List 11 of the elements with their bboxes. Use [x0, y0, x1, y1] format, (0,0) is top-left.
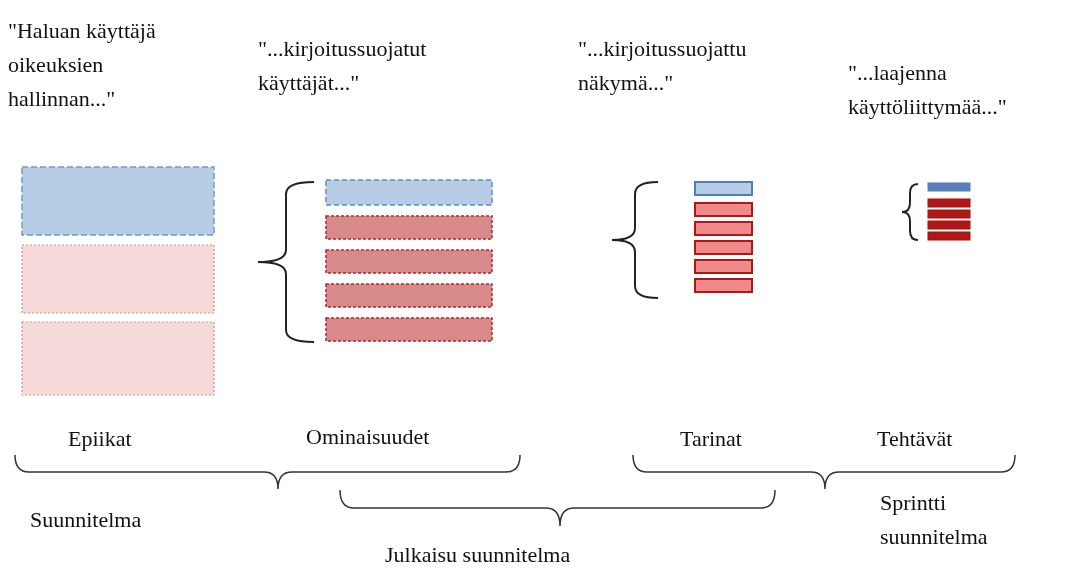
- category-label: Sprintti suunnitelma: [880, 489, 989, 551]
- quote-text: "...laajenna käyttöliittymää...": [848, 59, 1008, 121]
- quote-text: "Haluan käyttäjä oikeuksien hallinnan...": [8, 17, 157, 113]
- category-label: Tarinat: [680, 425, 743, 453]
- category-label: Suunnitelma: [30, 506, 143, 534]
- category-label: Tehtävät: [877, 425, 954, 453]
- category-label: Julkaisu suunnitelma: [385, 541, 572, 569]
- quote-text: "...kirjoitussuojatut käyttäjät...": [258, 35, 428, 97]
- quote-text: "...kirjoitussuojattu näkymä...": [578, 35, 748, 97]
- category-label: Epiikat: [68, 425, 133, 453]
- category-label: Ominaisuudet: [306, 423, 431, 451]
